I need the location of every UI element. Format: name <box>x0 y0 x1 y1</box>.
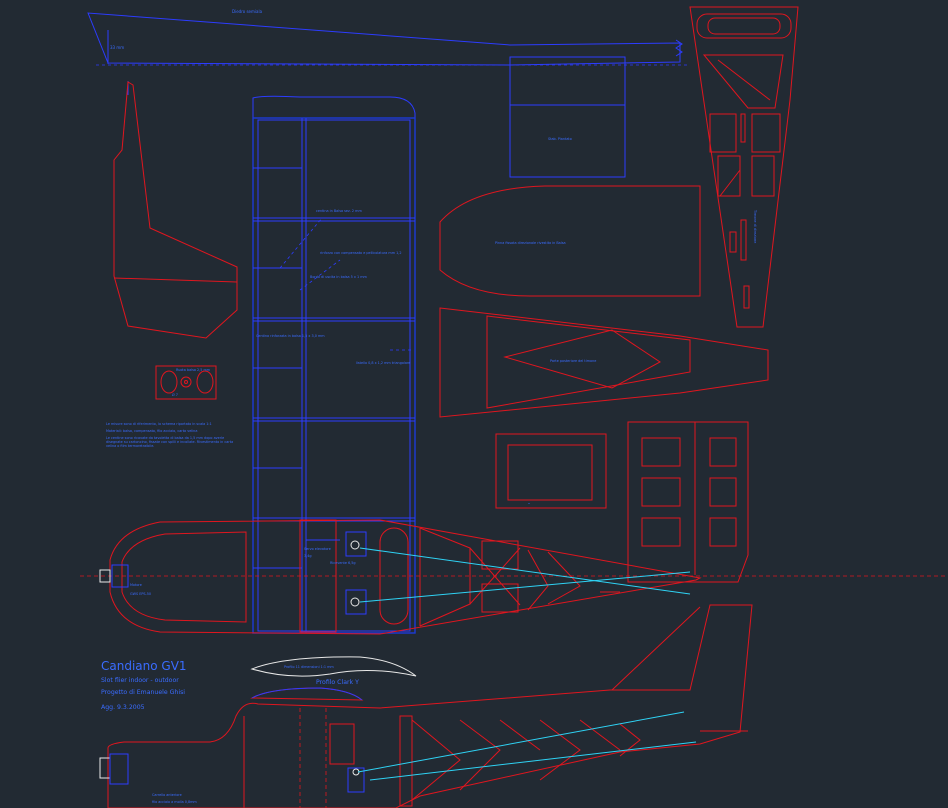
dihedral-value: 33 mm <box>110 45 124 50</box>
blue-note: Le centine sono ricavate da tavoletta di… <box>106 436 234 449</box>
rib-label: Centina rinforzata in balsa 1,5 x 3,0 mm <box>256 334 325 338</box>
airfoil-label: Profilo Clark Y <box>316 679 359 686</box>
motor-label: Motore <box>130 583 142 587</box>
bottom-note-2: filo acciaio a molla 0,8mm <box>152 800 197 804</box>
motor-sub: GWS EPS-50 <box>130 592 151 596</box>
red-note-1: Le misure sono di riferimento, lo schema… <box>106 422 212 426</box>
wheel-sub: Ø 7 <box>172 392 178 397</box>
title-block: Candiano GV1 Slot flier indoor - outdoor… <box>101 659 187 711</box>
rudder-label: Timone di direzione <box>753 209 757 243</box>
model-author: Progetto di Emanuele Ghisi <box>101 689 185 696</box>
rudder-plan: Timone di direzione <box>689 6 799 328</box>
fuselage-top: Motore GWS EPS-50 Servo elevatore 3,4g R… <box>80 519 948 635</box>
tail-box <box>627 421 749 583</box>
model-name: Candiano GV1 <box>101 659 187 673</box>
stab-label: Stab. Piantato <box>548 137 572 141</box>
side-plate: • <box>495 433 607 509</box>
wheel-label: Ruota balsa 2,5 mm <box>176 368 211 372</box>
trailing-label: Bordo di uscita in balsa 5 x 1 mm <box>310 275 368 279</box>
elevator: Parte posteriore del timone <box>439 307 769 418</box>
servo-sub: 3,4g <box>304 554 312 558</box>
fin-label: Pinna fissata direzionale rivestita in B… <box>495 241 566 245</box>
strip-label: listello 0,8 x 1,2 mm triangolare <box>356 361 410 365</box>
airfoil: Profilo 11 dimensioni 1:1 mm Profilo Cla… <box>250 656 417 686</box>
leading-label: rinforzo con compensato e pellicolatura … <box>320 251 402 255</box>
fin-fixed: Pinna fissata direzionale rivestita in B… <box>439 185 701 297</box>
model-subtitle: Slot flier indoor - outdoor <box>101 677 179 684</box>
dihedral-view: Diedro semiala 33 mm <box>87 9 690 95</box>
dihedral-label: Diedro semiala <box>232 9 263 14</box>
model-update: Agg. 9.3.2005 <box>101 704 145 711</box>
receiver-label: Ricevente 6,5g <box>330 561 356 565</box>
elevator-label: Parte posteriore del timone <box>550 359 596 363</box>
red-note-2: Materiali: balsa, compensato, filo accia… <box>106 429 197 433</box>
stabilizer-block: Stab. Piantato <box>509 56 626 178</box>
fuselage-side: Carrello anteriore filo acciaio a molla … <box>99 604 753 808</box>
bottom-note-1: Carrello anteriore <box>152 793 182 797</box>
notes-block: Le misure sono di riferimento, lo schema… <box>106 422 234 449</box>
side-plate-number: • <box>528 502 530 506</box>
airfoil-inner-label: Profilo 11 dimensioni 1:1 mm <box>284 665 334 669</box>
servo-label: Servo elevatore <box>304 547 331 551</box>
spar-label: centina in Balsa sez. 2 mm <box>316 209 362 213</box>
wing-plan: centina in Balsa sez. 2 mm rinforzo con … <box>252 95 416 634</box>
fin-part <box>113 81 238 339</box>
wheel-part: Ruota balsa 2,5 mm Ø 7 <box>155 365 217 400</box>
